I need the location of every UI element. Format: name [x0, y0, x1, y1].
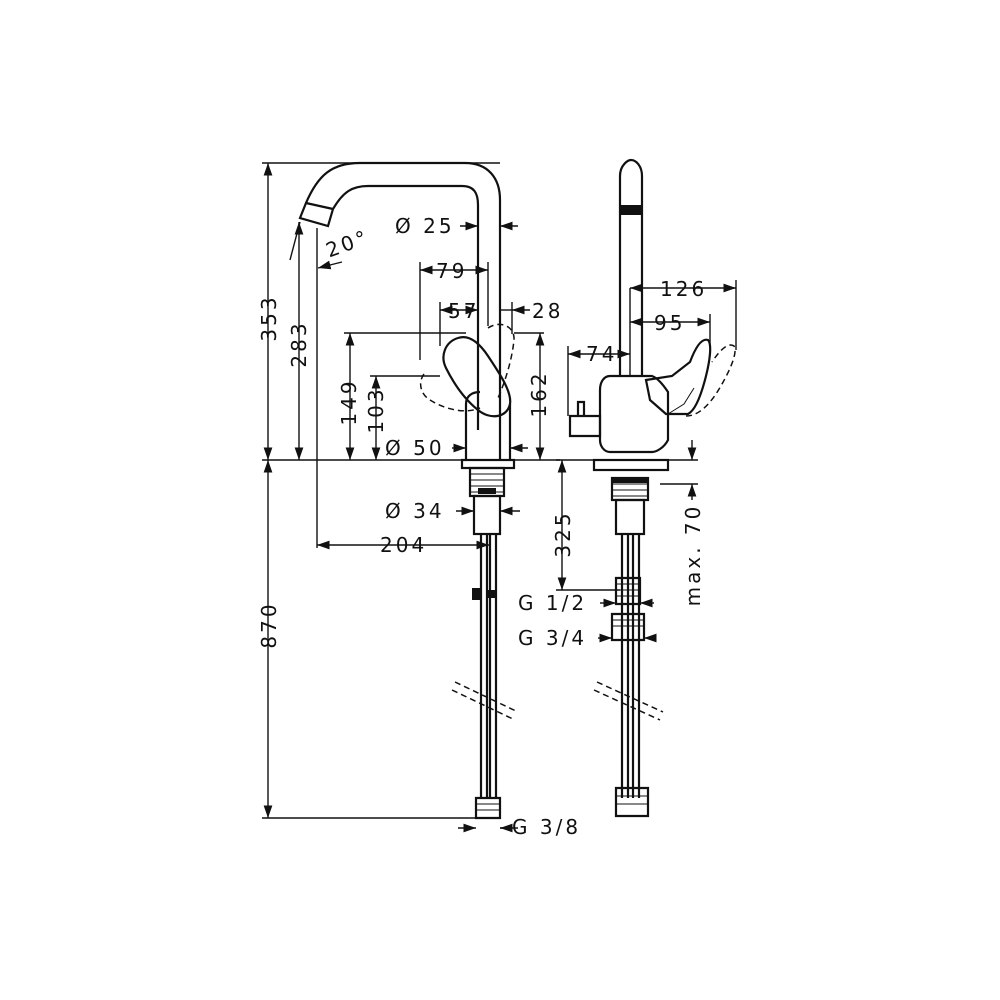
- hose-right: [488, 534, 498, 798]
- hose-break: [451, 681, 519, 721]
- side-handle-rotated: [685, 344, 736, 417]
- side-hose: [620, 534, 641, 798]
- dim-diameter-34: Ø 34: [385, 499, 445, 523]
- side-shank-body: [614, 498, 646, 536]
- hose-fitting: [474, 796, 502, 820]
- spout-tip: [298, 201, 335, 228]
- side-hose-break: [593, 681, 664, 721]
- dim-870: 870: [257, 601, 281, 648]
- hose-clip: [472, 588, 495, 600]
- dim-95: 95: [654, 311, 685, 335]
- side-view: 126 95 74 325 max. 70 G 1/2 G 3/4: [518, 158, 737, 818]
- side-spout-tube: [618, 158, 644, 376]
- side-body: [598, 374, 670, 454]
- dim-126: 126: [660, 277, 707, 301]
- side-hose-fitting: [614, 786, 650, 818]
- dim-angle-20: 20°: [323, 225, 373, 263]
- mixer-body: [464, 390, 512, 460]
- shank-body: [472, 494, 502, 536]
- dim-103: 103: [364, 386, 388, 433]
- dim-325: 325: [551, 510, 575, 557]
- dim-162: 162: [527, 370, 551, 417]
- dim-149: 149: [337, 378, 361, 425]
- dim-204: 204: [380, 533, 427, 557]
- dim-79: 79: [436, 259, 467, 283]
- shank-fix: [478, 488, 496, 494]
- hose-left: [479, 534, 489, 798]
- dim-diameter-50: Ø 50: [385, 436, 445, 460]
- dim-283: 283: [287, 320, 311, 367]
- handle-rotated-outline: [419, 323, 515, 412]
- side-spout-aerator: [620, 205, 642, 215]
- handle: [442, 336, 512, 418]
- base-plate: [460, 458, 516, 470]
- side-handle-lever: [644, 338, 712, 416]
- dim-57: 57: [448, 299, 479, 323]
- side-knob: [568, 400, 602, 438]
- spout-outline-inner: [332, 184, 480, 430]
- dim-353: 353: [257, 294, 281, 341]
- dim-74: 74: [586, 342, 617, 366]
- dim-max-70: max. 70: [681, 504, 705, 607]
- side-base-plate: [592, 458, 670, 472]
- dim-thread-g34: G 3/4: [518, 626, 587, 650]
- dim-thread-g38: G 3/8: [512, 815, 581, 839]
- dim-28: 28: [532, 299, 563, 323]
- front-view: 353 283 20° Ø 25 79 57 28 149: [257, 161, 581, 839]
- dim-thread-g12: G 1/2: [518, 591, 587, 615]
- dim-diameter-25: Ø 25: [395, 214, 455, 238]
